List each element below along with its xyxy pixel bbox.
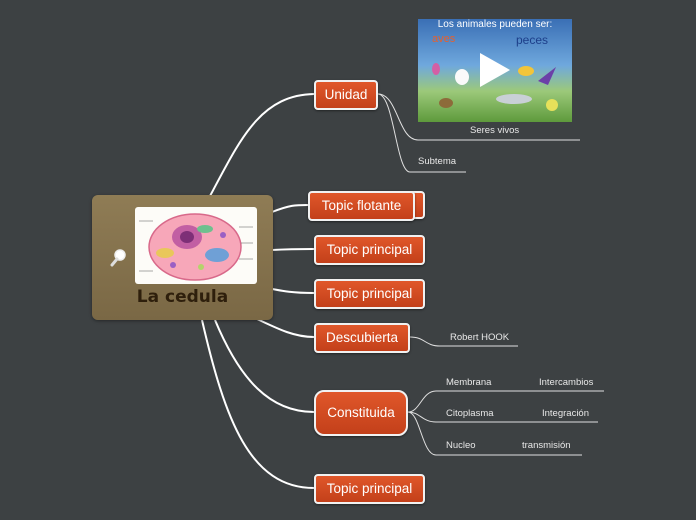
magnifier-icon[interactable] xyxy=(110,249,126,272)
central-title: La cedula xyxy=(136,287,229,307)
video-label-peces: peces xyxy=(516,33,549,47)
cell-diagram-image xyxy=(135,207,257,284)
topic-constituida[interactable]: Constituida xyxy=(314,390,408,436)
topic-flotante[interactable]: Topic flotante xyxy=(308,191,415,221)
subtopic-citoplasma[interactable]: Citoplasma xyxy=(446,408,494,419)
subtopic-intercambios[interactable]: Intercambios xyxy=(539,377,594,388)
video-thumbnail[interactable]: Los animales pueden ser: aves peces xyxy=(418,19,572,122)
play-icon[interactable] xyxy=(476,51,512,94)
topic-descubierta[interactable]: Descubierta xyxy=(314,323,410,353)
central-topic[interactable]: La cedula xyxy=(92,195,273,320)
video-label-aves: aves xyxy=(432,33,456,45)
subtopic-nucleo[interactable]: Nucleo xyxy=(446,440,476,451)
subtopic-robert-hook[interactable]: Robert HOOK xyxy=(450,332,510,343)
topic-unidad[interactable]: Unidad xyxy=(314,80,378,110)
subtopic-transmision[interactable]: transmisión xyxy=(522,440,571,451)
subtopic-integracion[interactable]: Integración xyxy=(542,408,590,419)
topic-principal-3[interactable]: Topic principal xyxy=(314,474,425,504)
video-title: Los animales pueden ser: xyxy=(437,19,553,30)
subtopic-seres-vivos[interactable]: Seres vivos xyxy=(470,125,520,136)
topic-principal-2[interactable]: Topic principal xyxy=(314,279,425,309)
topic-principal-1[interactable]: Topic principal xyxy=(314,235,425,265)
subtopic-subtema[interactable]: Subtema xyxy=(418,156,457,167)
subtopic-membrana[interactable]: Membrana xyxy=(446,377,492,388)
